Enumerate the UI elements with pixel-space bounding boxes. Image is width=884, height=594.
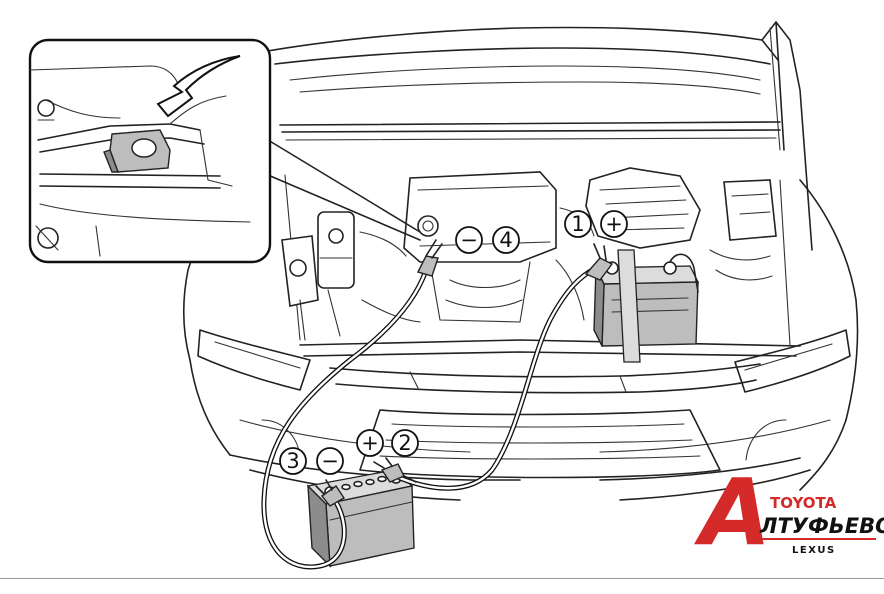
- logo-dealer-name: ЛТУФЬЕВО: [759, 514, 884, 538]
- callout-2-polarity: +: [361, 431, 379, 455]
- jumper-cables: [261, 239, 614, 570]
- detail-inset: [28, 38, 272, 264]
- logo-sub-brand: LEXUS: [792, 545, 836, 556]
- booster-battery: [306, 469, 415, 568]
- clamp-engine-ground: [416, 239, 443, 277]
- logo-brand: TOYOTA: [770, 494, 837, 512]
- callout-3-number: 3: [286, 449, 299, 473]
- callout-4-group: − 4: [455, 226, 520, 254]
- callout-1-number: 1: [571, 212, 584, 236]
- footer-divider: [0, 578, 884, 579]
- callout-4-polarity: −: [460, 228, 478, 252]
- arrow-icon: [156, 55, 241, 118]
- inset-pointer: [267, 139, 421, 241]
- vehicle-battery: [593, 249, 700, 363]
- callout-2-number: 2: [398, 431, 411, 455]
- callout-1-polarity: +: [605, 212, 623, 236]
- clamp-vehicle-positive: [584, 243, 614, 281]
- callout-2-group: + 2: [356, 429, 419, 457]
- dealer-logo: A TOYOTA ЛТУФЬЕВО LEXUS: [694, 459, 884, 566]
- clamp-booster-positive: [373, 457, 417, 483]
- logo-mark: A: [694, 459, 771, 566]
- callout-3-group: 3 −: [279, 447, 344, 475]
- callout-1-group: 1 +: [564, 210, 628, 238]
- callout-4-number: 4: [499, 228, 512, 252]
- positive-cable: [397, 265, 599, 491]
- callout-3-polarity: −: [321, 449, 339, 473]
- clamp-booster-negative: [315, 479, 345, 507]
